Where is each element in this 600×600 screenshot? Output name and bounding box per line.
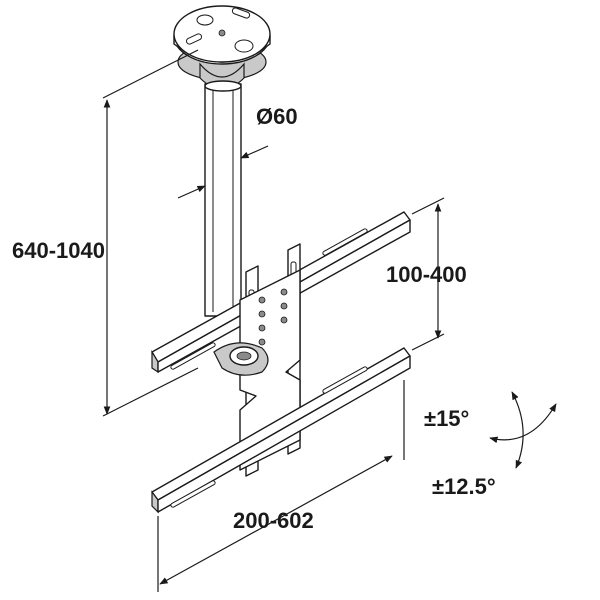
tilt-label: ±15° bbox=[424, 406, 469, 431]
spacing-dimension bbox=[411, 197, 445, 351]
ceiling-plate bbox=[173, 5, 271, 90]
tilt-swivel-arrows bbox=[489, 391, 557, 469]
height-dimension bbox=[102, 49, 199, 417]
diameter-label: Ø60 bbox=[256, 104, 298, 129]
height-label: 640-1040 bbox=[12, 238, 105, 263]
width-dimension bbox=[157, 380, 405, 592]
diameter-dimension bbox=[177, 145, 269, 199]
pole bbox=[204, 80, 242, 317]
width-label: 200-602 bbox=[233, 508, 314, 533]
swivel-label: ±12.5° bbox=[432, 474, 496, 499]
spacing-label: 100-400 bbox=[386, 262, 467, 287]
